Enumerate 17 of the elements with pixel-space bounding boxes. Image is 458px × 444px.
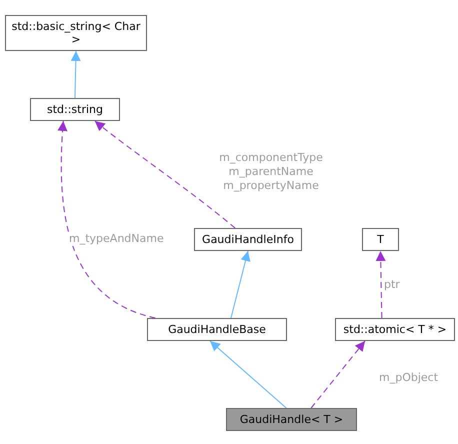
class-box: std::atomic< T * > [335, 318, 455, 341]
class-box: GaudiHandleBase [147, 318, 287, 341]
class-box: std::string [30, 98, 120, 121]
class-box: GaudiHandle< T > [226, 408, 357, 431]
arrow [210, 340, 287, 408]
edge-label: ptr [383, 278, 401, 292]
class-box: T [362, 228, 399, 251]
arrow [70, 50, 81, 98]
arrow [58, 120, 156, 318]
edge-label: m_typeAndName [68, 232, 165, 246]
class-box: GaudiHandleInfo [194, 228, 302, 251]
arrow [376, 250, 386, 318]
arrow [230, 250, 250, 318]
edge-label: m_pObject [378, 371, 440, 385]
class-box: std::basic_string< Char > [5, 15, 147, 51]
arrow [94, 120, 236, 228]
arrow [310, 340, 366, 408]
